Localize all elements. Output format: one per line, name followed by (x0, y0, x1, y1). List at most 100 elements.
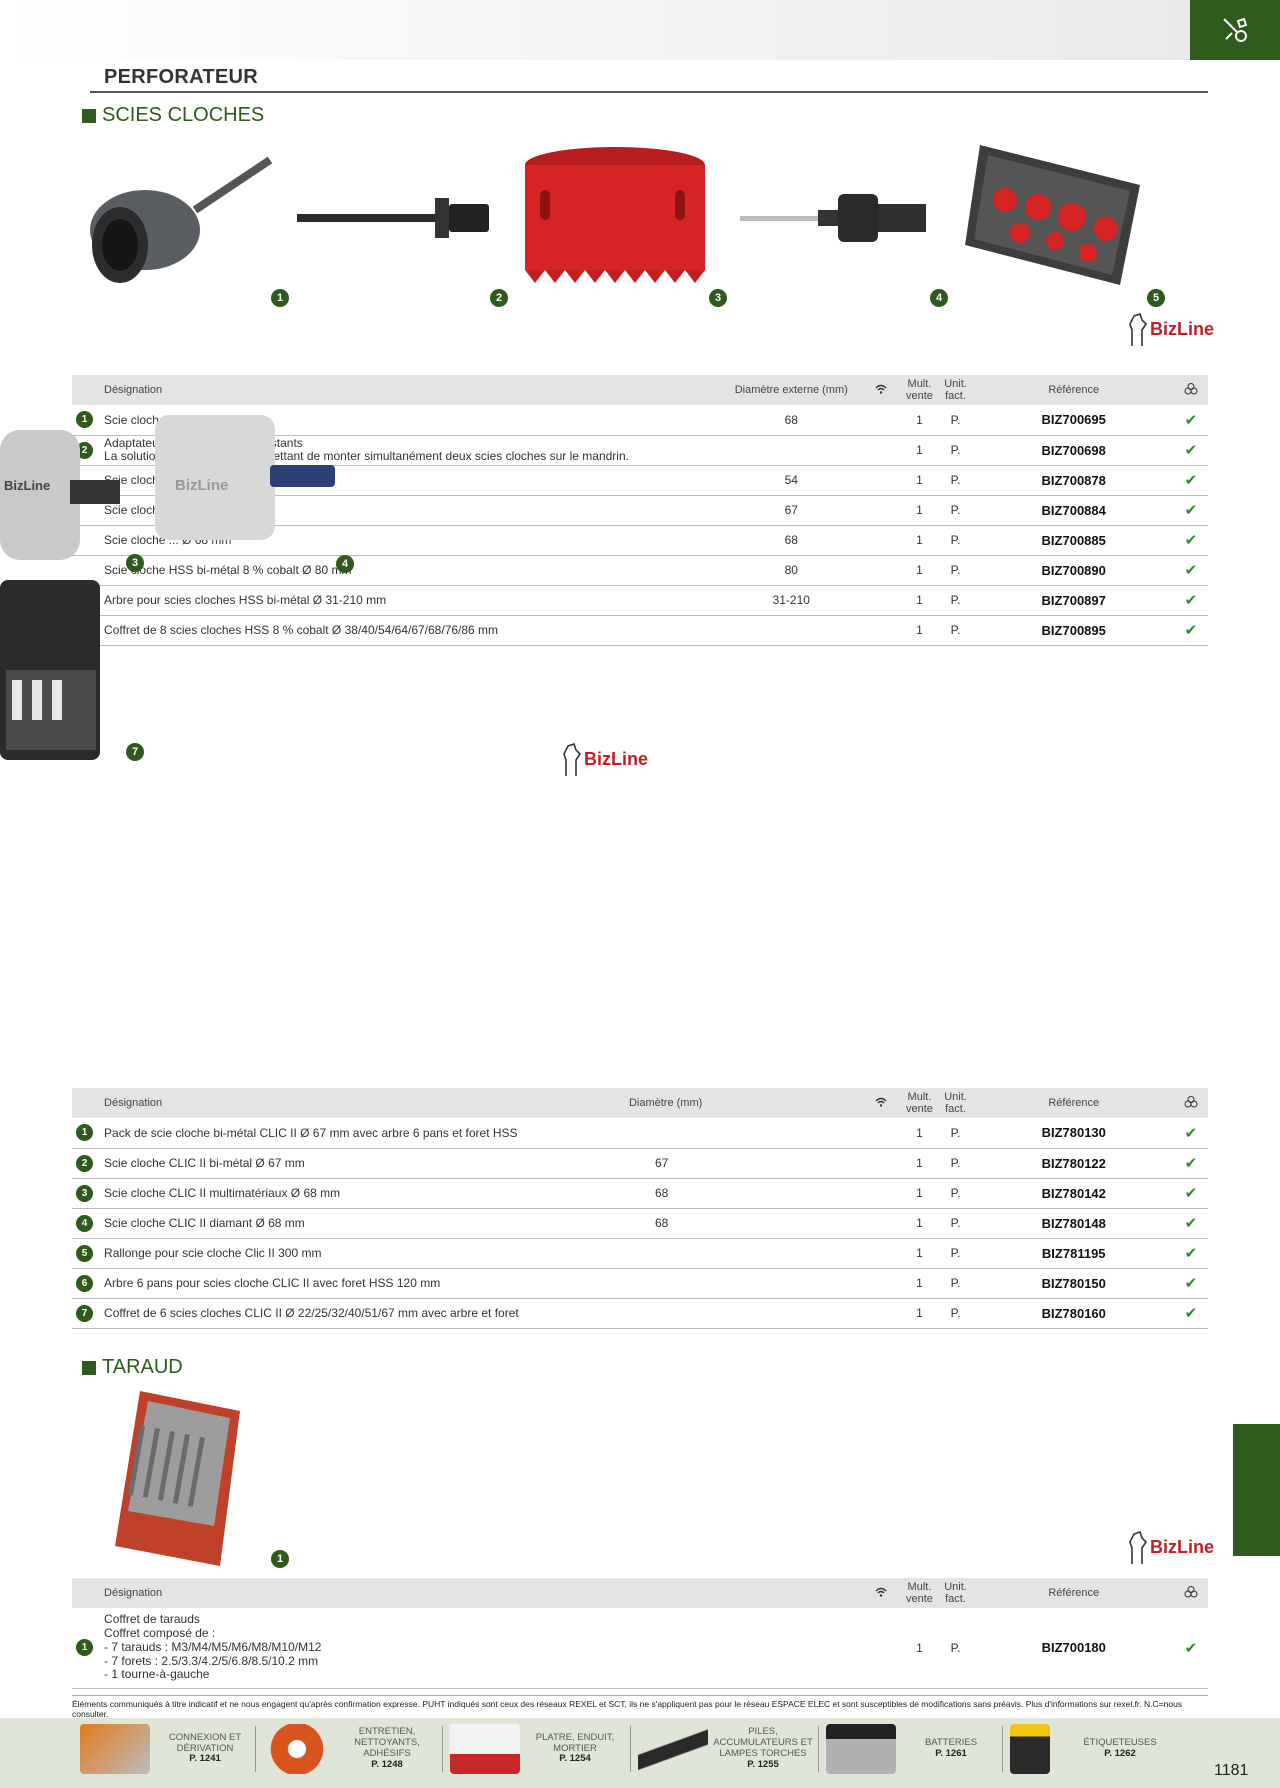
check-icon: ✔ (1173, 465, 1208, 496)
bizline-bear-icon (1129, 1530, 1148, 1564)
image-badge-3: 3 (709, 289, 727, 307)
image-badge-4: 4 (336, 555, 354, 573)
row-reference[interactable]: BIZ780160 (973, 1298, 1174, 1329)
row-unit: P. (937, 1148, 974, 1179)
row-diameter (721, 615, 862, 646)
label-printer-thumb-image (1010, 1724, 1050, 1774)
table-row[interactable]: Arbre pour scies cloches HSS bi-métal Ø … (72, 585, 1208, 616)
row-reference[interactable]: BIZ780122 (973, 1148, 1174, 1179)
table-row[interactable]: Scie cloche 54 1 P. BIZ700878 ✔ (72, 465, 1208, 496)
col-diameter: Diamètre (mm) (624, 1088, 862, 1118)
bizline-bear-icon (1129, 312, 1148, 346)
row-unit: P. (937, 1118, 974, 1149)
table-row[interactable]: 7 Coffret de 6 scies cloches CLIC II Ø 2… (72, 1298, 1208, 1329)
svg-text:BizLine: BizLine (4, 478, 50, 493)
image-badge-1: 1 (271, 1550, 289, 1568)
table-row[interactable]: Scie cloche ... Ø 68 mm 68 1 P. BIZ70088… (72, 525, 1208, 556)
row-diameter (624, 1298, 862, 1329)
table-row[interactable]: 4 Scie cloche CLIC II diamant Ø 68 mm 68… (72, 1208, 1208, 1239)
col-unit: Unit. fact. (937, 1578, 974, 1608)
row-unit: P. (937, 525, 974, 556)
table-row[interactable]: 2 Scie cloche CLIC II bi-métal Ø 67 mm 6… (72, 1148, 1208, 1179)
row-unit: P. (937, 405, 974, 436)
row-reference[interactable]: BIZ780150 (973, 1268, 1174, 1299)
stock-icon (1173, 1578, 1208, 1608)
row-reference[interactable]: BIZ700890 (973, 555, 1174, 586)
row-mult: 1 (901, 555, 938, 586)
check-icon: ✔ (1173, 405, 1208, 436)
row-diameter (624, 1238, 862, 1269)
clic-hole-saw-image: BizLine (155, 415, 335, 540)
table-row[interactable]: 2 Adaptateur ... argir les trous existan… (72, 435, 1208, 466)
row-number-badge: 2 (76, 1154, 93, 1172)
row-reference[interactable]: BIZ700885 (973, 525, 1174, 556)
connector-thumb-image (80, 1724, 150, 1774)
row-designation: Coffret de tarauds Coffret composé de : … (100, 1608, 862, 1689)
table-row[interactable]: 6 Arbre 6 pans pour scies cloche CLIC II… (72, 1268, 1208, 1299)
table-header-row: Désignation Diamètre externe (mm) Mult. … (72, 375, 1208, 405)
pilot-adapter-image (740, 194, 926, 242)
row-unit: P. (937, 1238, 974, 1269)
row-reference[interactable]: BIZ700895 (973, 615, 1174, 646)
row-designation: Scie cloche CLIC II diamant Ø 68 mm (100, 1208, 625, 1239)
row-designation: Rallonge pour scie cloche Clic II 300 mm (100, 1238, 625, 1269)
row-designation: Arbre pour scies cloches HSS bi-métal Ø … (100, 585, 722, 616)
tools-icon (1223, 17, 1248, 42)
row-mult: 1 (901, 1268, 938, 1299)
clic-hole-saw-table: Désignation Diamètre (mm) Mult. vente Un… (72, 1088, 1208, 1329)
row-mult: 1 (901, 405, 938, 436)
stock-icon (1173, 1088, 1208, 1118)
row-mult: 1 (901, 1608, 938, 1689)
hole-saw-table: Désignation Diamètre externe (mm) Mult. … (72, 375, 1208, 646)
table-row[interactable]: 1 Pack de scie cloche bi-métal CLIC II Ø… (72, 1118, 1208, 1149)
wifi-icon (861, 1578, 902, 1608)
row-reference[interactable]: BIZ700180 (973, 1608, 1174, 1689)
col-diameter: Diamètre externe (mm) (721, 375, 862, 405)
col-reference: Référence (973, 375, 1174, 405)
table-row[interactable]: Coffret de 8 scies cloches HSS 8 % cobal… (72, 615, 1208, 646)
col-mult: Mult. vente (901, 375, 938, 405)
section-title-taraud: TARAUD (82, 1356, 183, 1379)
row-diameter (721, 435, 862, 466)
table-row[interactable]: 3 Scie cloche CLIC II multimatériaux Ø 6… (72, 1178, 1208, 1209)
col-designation: Désignation (100, 1578, 862, 1608)
row-reference[interactable]: BIZ780130 (973, 1118, 1174, 1149)
row-reference[interactable]: BIZ700698 (973, 435, 1174, 466)
row-reference[interactable]: BIZ780142 (973, 1178, 1174, 1209)
section-square-icon (82, 1360, 96, 1375)
row-reference[interactable]: BIZ700878 (973, 465, 1174, 496)
row-reference[interactable]: BIZ700884 (973, 495, 1174, 526)
image-badge-3: 3 (126, 554, 144, 572)
col-mult: Mult. vente (901, 1088, 938, 1118)
row-mult: 1 (901, 465, 938, 496)
row-reference[interactable]: BIZ700695 (973, 405, 1174, 436)
side-category-tab[interactable] (1233, 1424, 1280, 1556)
category-tab[interactable] (1190, 0, 1280, 60)
image-badge-5: 5 (1147, 289, 1165, 307)
tap-table: Désignation Mult. vente Unit. fact. Réfé… (72, 1578, 1208, 1689)
row-reference[interactable]: BIZ700897 (973, 585, 1174, 616)
check-icon: ✔ (1173, 1208, 1208, 1239)
row-designation: Scie cloche HSS bi-métal 8 % cobalt Ø 80… (100, 555, 722, 586)
stock-icon (1173, 375, 1208, 405)
row-reference[interactable]: BIZ781195 (973, 1238, 1174, 1269)
section-title-scies: SCIES CLOCHES (82, 104, 264, 127)
row-mult: 1 (901, 615, 938, 646)
battery-thumb-image (826, 1724, 896, 1774)
row-reference[interactable]: BIZ780148 (973, 1208, 1174, 1239)
row-diameter: 67 (721, 495, 862, 526)
table-row[interactable]: Scie cloche HSS bi-métal 8 % cobalt Ø 80… (72, 555, 1208, 586)
table-row[interactable]: 5 Rallonge pour scie cloche Clic II 300 … (72, 1238, 1208, 1269)
row-designation: Scie cloche CLIC II bi-métal Ø 67 mm (100, 1148, 625, 1179)
table-row[interactable]: 1 Coffret de tarauds Coffret composé de … (72, 1608, 1208, 1689)
core-drill-image (90, 156, 273, 283)
row-unit: P. (937, 1298, 974, 1329)
col-reference: Référence (973, 1578, 1174, 1608)
